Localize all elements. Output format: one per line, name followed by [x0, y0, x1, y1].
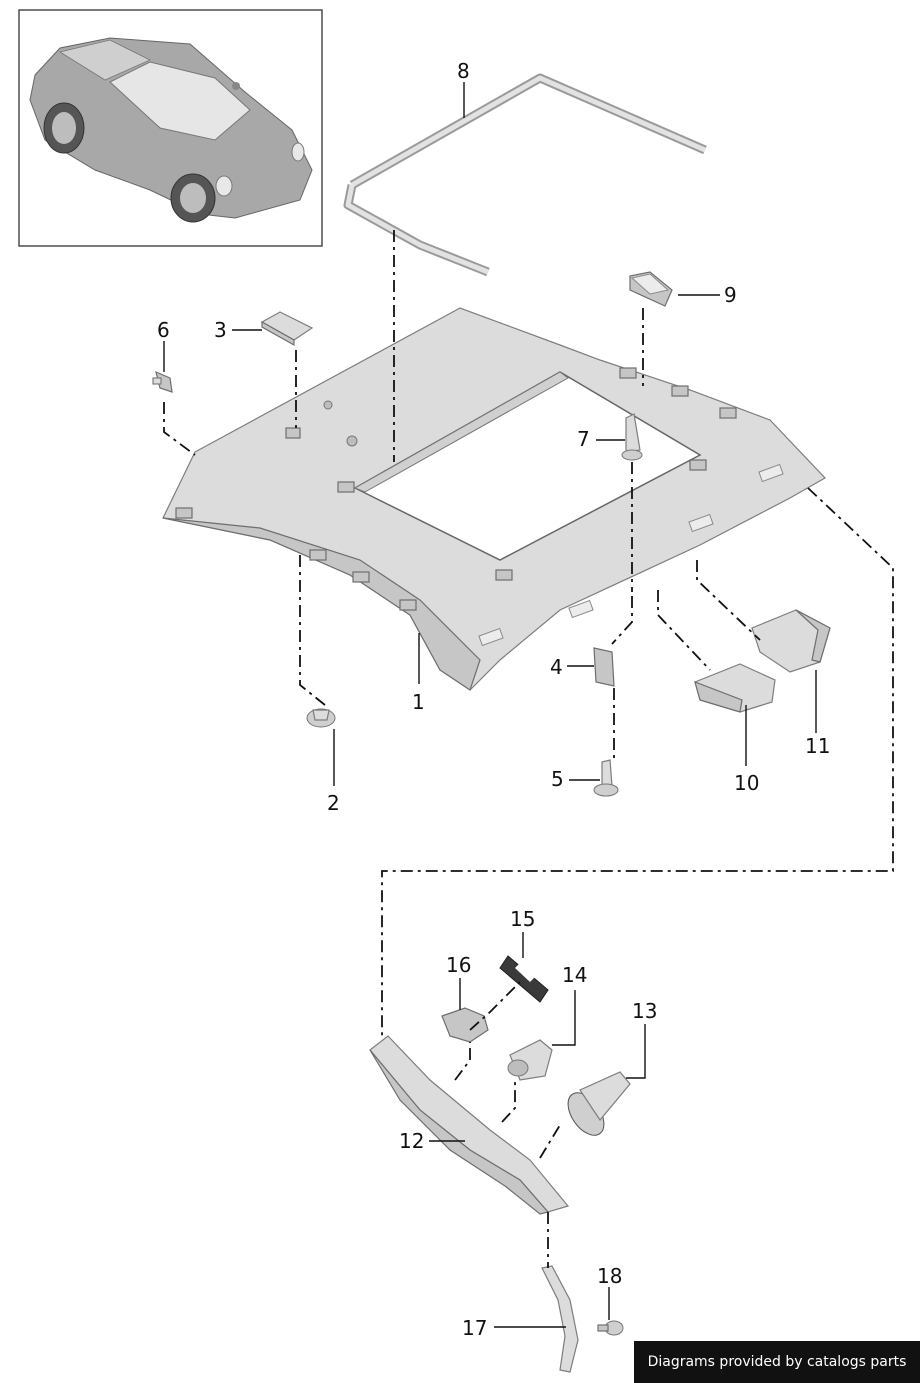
part-15-strip	[499, 955, 549, 1003]
part-2-nut	[306, 708, 336, 728]
part-7-stud	[621, 413, 643, 461]
callout-17: 17	[462, 1316, 487, 1340]
part-11-cover	[751, 609, 831, 673]
part-13-clip	[567, 1071, 631, 1136]
callout-1: 1	[412, 690, 425, 714]
part-12-pillar-trim	[369, 1035, 570, 1215]
callout-11: 11	[805, 734, 830, 758]
callout-6: 6	[157, 318, 170, 342]
part-14-cap	[507, 1039, 553, 1081]
callout-15: 15	[510, 907, 535, 931]
callout-4: 4	[550, 655, 563, 679]
part-5-stud	[593, 759, 619, 797]
part-10-cover	[694, 663, 776, 713]
assembly-lines	[163, 230, 894, 1268]
callout-3: 3	[214, 318, 227, 342]
callout-18: 18	[597, 1264, 622, 1288]
callout-5: 5	[551, 767, 564, 791]
callout-2: 2	[327, 791, 340, 815]
callout-7: 7	[577, 427, 590, 451]
part-6-clip	[152, 370, 173, 393]
part-8-seal	[343, 73, 707, 277]
callout-13: 13	[632, 999, 657, 1023]
callout-16: 16	[446, 953, 471, 977]
part-16-bracket	[441, 1007, 489, 1043]
part-3-pad	[260, 311, 314, 347]
part-4-plate	[593, 647, 615, 687]
callout-labels: 1 2 3 4 5 6 7 8 9 10 11 12 13 14 15 16 1…	[157, 59, 830, 1340]
part-18-screw	[597, 1320, 624, 1336]
footer-credit: Diagrams provided by catalogs parts	[634, 1341, 920, 1383]
leader-lines	[163, 82, 817, 1328]
part-9-bracket	[629, 271, 673, 307]
callout-14: 14	[562, 963, 587, 987]
car-thumbnail	[18, 9, 323, 247]
callout-12: 12	[399, 1129, 424, 1153]
callout-10: 10	[734, 771, 759, 795]
part-17-trim	[541, 1265, 579, 1373]
callout-8: 8	[457, 59, 470, 83]
callout-9: 9	[724, 283, 737, 307]
part-1-headliner	[162, 307, 826, 691]
